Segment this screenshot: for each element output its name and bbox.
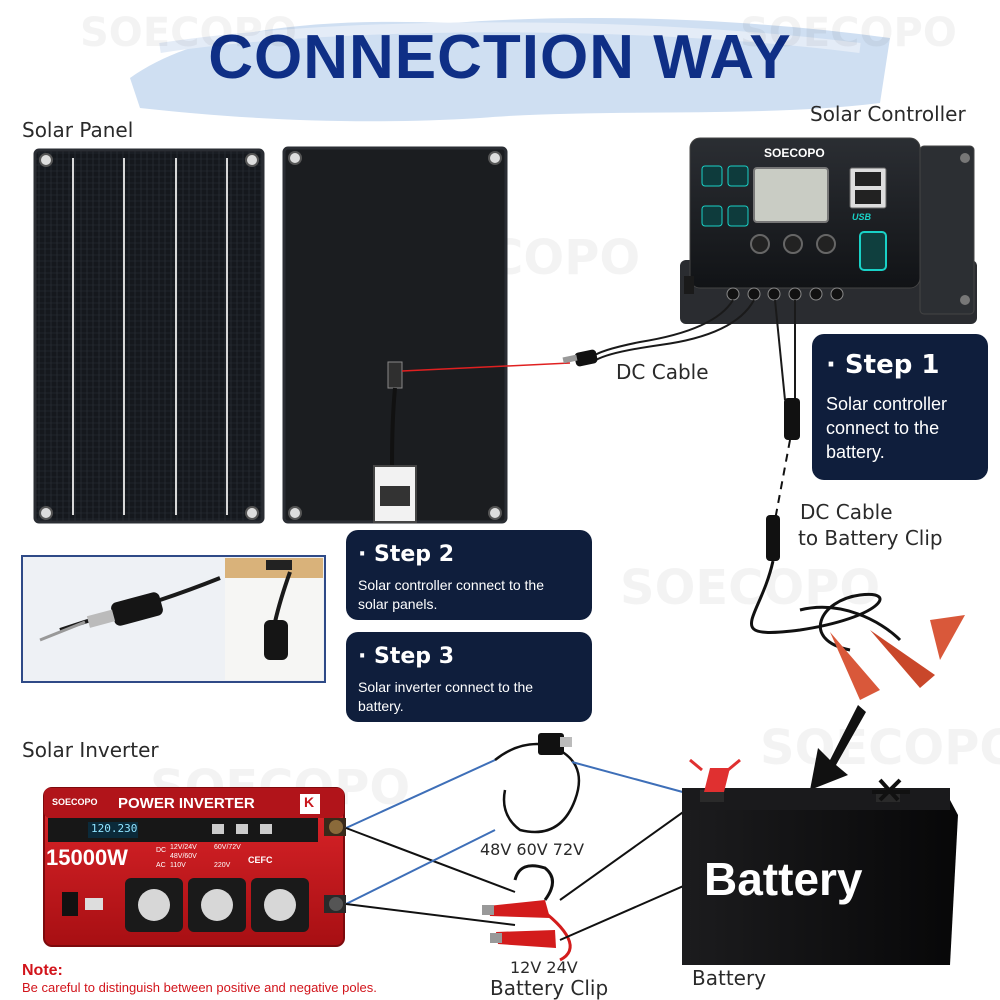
- clip-voltage-label: 12V 24V: [510, 958, 578, 977]
- step-2-heading: · Step 2: [358, 542, 455, 567]
- step-3-card: · Step 3 Solar inverter connect to the b…: [346, 632, 592, 722]
- note-body: Be careful to distinguish between positi…: [22, 980, 377, 995]
- step-1-heading: · Step 1: [826, 350, 940, 380]
- dc-cable-clip-label: DC Cable: [800, 500, 893, 524]
- step-2-text: Solar controller connect to the: [358, 577, 544, 593]
- step-1-text: connect to the: [826, 418, 940, 438]
- step-3-text: battery.: [358, 698, 404, 714]
- voltage-label: 48V 60V 72V: [480, 840, 585, 859]
- controller-brand: SOECOPO: [764, 146, 825, 160]
- inverter-cert: CEFC: [248, 855, 273, 865]
- page-title: CONNECTION WAY: [208, 23, 792, 92]
- note-title: Note:: [22, 962, 63, 979]
- dc-cable-label: DC Cable: [616, 360, 709, 384]
- solar-controller-device: [680, 137, 977, 324]
- inverter-option: 12V/24V: [170, 844, 197, 851]
- solar-panel-label: Solar Panel: [22, 118, 134, 142]
- inverter-option: 60V/72V: [214, 844, 241, 851]
- step-1-card: · Step 1 Solar controller connect to the…: [812, 334, 988, 480]
- watermark: SOECOPO: [80, 10, 297, 56]
- battery-label: Battery: [692, 966, 767, 990]
- step-3-heading: · Step 3: [358, 644, 455, 669]
- inverter-display: 120.230: [91, 822, 138, 835]
- inverter-dc-label: DC: [156, 847, 167, 854]
- battery-text: Battery: [704, 853, 863, 905]
- solar-panel-front: [33, 148, 265, 524]
- inverter-option: 48V/60V: [170, 853, 197, 860]
- solar-inverter-label: Solar Inverter: [22, 738, 159, 762]
- watermark: SOECOPO: [380, 230, 640, 286]
- inverter-option: 110V: [170, 862, 186, 869]
- step-2-text: solar panels.: [358, 596, 438, 612]
- title-brush-background: [130, 18, 890, 122]
- inverter-option: 220V: [214, 862, 231, 869]
- cable-connector-photo: [21, 555, 326, 683]
- dc-cable-clip-label-2: to Battery Clip: [798, 526, 943, 550]
- inverter-power-rating: 15000W: [46, 845, 128, 870]
- solar-controller-label: Solar Controller: [810, 102, 966, 126]
- inverter-ac-label: AC: [156, 862, 166, 869]
- watermark: SOECOPO: [740, 10, 957, 56]
- inverter-badge: K: [304, 794, 315, 810]
- solar-panel-back: [282, 146, 508, 524]
- step-3-text: Solar inverter connect to the: [358, 679, 534, 695]
- step-2-card: · Step 2 Solar controller connect to the…: [346, 530, 592, 620]
- battery-clip-label: Battery Clip: [490, 976, 609, 1000]
- watermark: SOECOPO: [620, 560, 880, 616]
- inverter-name: POWER INVERTER: [118, 795, 255, 812]
- controller-usb-label: USB: [852, 212, 872, 222]
- polarity-note: Note: Be careful to distinguish between …: [22, 962, 377, 995]
- step-1-text: battery.: [826, 442, 885, 462]
- inverter-brand: SOECOPO: [52, 797, 98, 807]
- watermark: SOECOPO: [760, 720, 1000, 776]
- step-1-text: Solar controller: [826, 394, 948, 414]
